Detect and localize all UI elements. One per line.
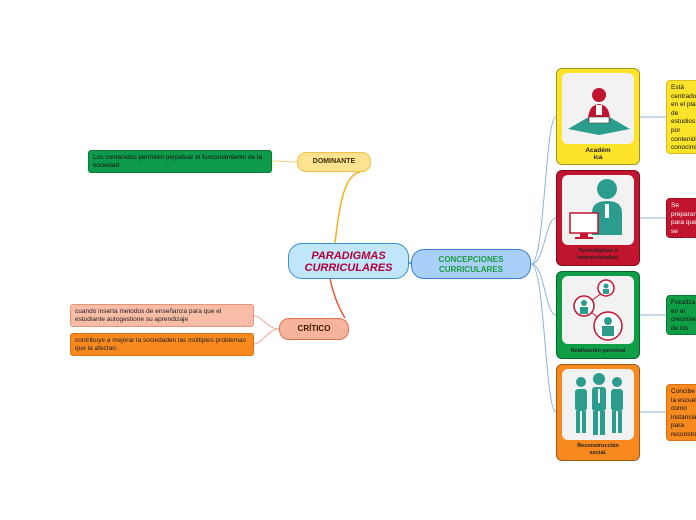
connected-people-icon [573, 279, 623, 341]
card-tecnologicas-caption: Tecnológicas o instruccionales. [557, 248, 639, 262]
tecnologicas-description[interactable]: Se preparan para que se conviertan en ca… [666, 198, 696, 238]
card-image-frame [562, 369, 634, 440]
caption-line1: Realización personal [570, 348, 626, 354]
reconstruccion-description[interactable]: Concibe la escuela como instancia para r… [666, 384, 696, 441]
group-of-people-icon [575, 373, 623, 435]
person-at-computer-icon [569, 179, 622, 239]
caption-line1: Reconstrucción [577, 443, 619, 449]
central-topic[interactable]: PARADIGMAS CURRICULARES [288, 243, 409, 279]
card-reconstruccion-caption: Reconstrucción social. [557, 443, 639, 457]
card-image-frame [562, 276, 634, 344]
concepciones-line1: CONCEPCIONES [438, 255, 504, 264]
card-academica-caption: Académ ica [557, 147, 639, 161]
card-realizacion-personal[interactable]: Realización personal [556, 271, 640, 359]
caption-line2: instruccionales. [577, 255, 619, 261]
realizacion-description[interactable]: Focaliza en el crecimiento de los estudi… [666, 295, 696, 335]
card-realizacion-caption: Realización personal [557, 348, 639, 355]
caption-line2: ica [593, 154, 603, 161]
card-reconstruccion-social[interactable]: Reconstrucción social. [556, 364, 640, 461]
central-topic-line1: PARADIGMAS [311, 250, 386, 262]
caption-line1: Tecnológicas o [578, 248, 618, 254]
critico-leaf-1[interactable]: cuando inserta metodos de enseñanza para… [70, 304, 254, 327]
card-tecnologicas[interactable]: Tecnológicas o instruccionales. [556, 170, 640, 266]
dominante-node[interactable]: DOMINANTE [297, 152, 371, 172]
dominante-leaf[interactable]: Los contenidos permiten perpetuar el fun… [88, 150, 272, 173]
card-academica[interactable]: Académ ica [556, 68, 640, 165]
card-image-frame [562, 175, 634, 245]
academic-person-at-desk-icon [568, 88, 630, 135]
concepciones-node[interactable]: CONCEPCIONES CURRICULARES [411, 249, 531, 279]
caption-line2: social. [589, 450, 607, 456]
caption-line1: Académ [585, 147, 611, 154]
critico-leaf-2[interactable]: contribuye a mejorar la sociedaden las m… [70, 333, 254, 356]
central-topic-line2: CURRICULARES [304, 262, 393, 274]
concepciones-line2: CURRICULARES [439, 265, 503, 274]
critico-node[interactable]: CRÍTICO [279, 318, 349, 340]
academica-description[interactable]: Está centrado en el plan de estudios, po… [666, 80, 696, 154]
card-image-frame [562, 73, 634, 144]
